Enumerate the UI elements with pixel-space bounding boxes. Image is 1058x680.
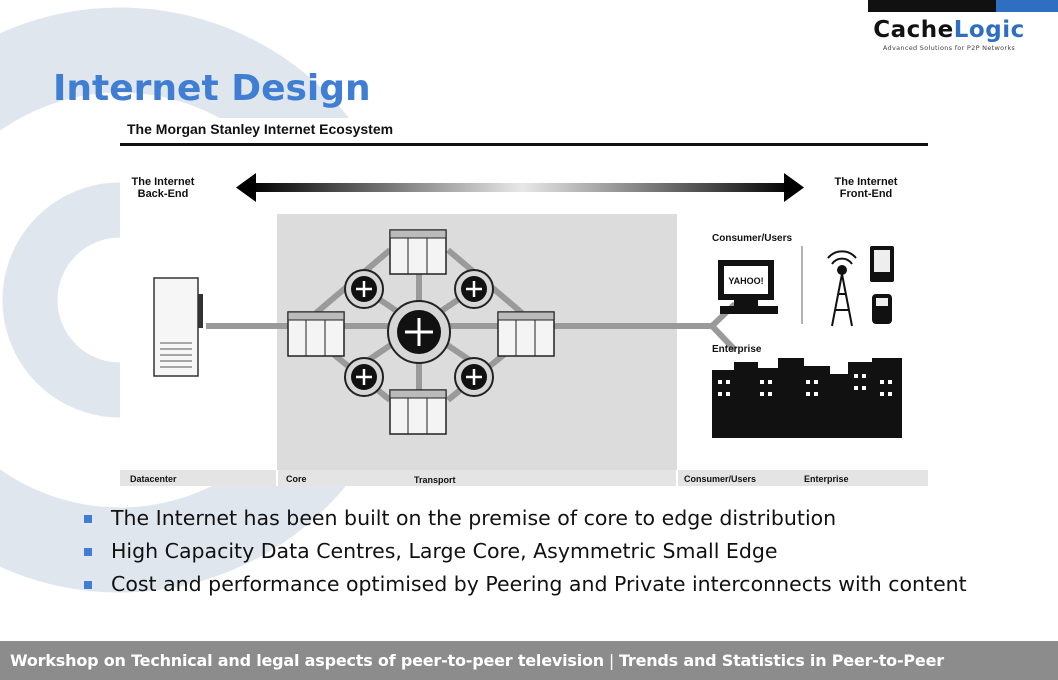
logo-wordmark-part2: Logic	[953, 17, 1025, 43]
monitor-screen-text: YAHOO!	[728, 276, 763, 286]
radio-tower-icon	[827, 250, 857, 327]
slide-title: Internet Design	[53, 68, 371, 109]
bullet-square-icon	[84, 581, 92, 589]
bullet-square-icon	[84, 548, 92, 556]
logo-wordmark-part1: Cache	[873, 17, 954, 43]
server-rack-icon	[497, 311, 555, 357]
backend-label-line1: The Internet	[132, 176, 195, 188]
bullet-list: The Internet has been built on the premi…	[84, 502, 967, 601]
bullet-item: The Internet has been built on the premi…	[84, 502, 967, 535]
footer-text: Workshop on Technical and legal aspects …	[10, 650, 944, 672]
label-core: Core	[286, 474, 307, 484]
consumer-users-label: Consumer/Users	[712, 233, 792, 244]
computer-monitor-icon: YAHOO!	[718, 260, 778, 314]
router-icon	[344, 357, 384, 397]
bullet-square-icon	[84, 515, 92, 523]
backend-label-line2: Back-End	[138, 188, 189, 200]
router-icon	[454, 357, 494, 397]
label-enterprise: Enterprise	[804, 474, 849, 484]
server-rack-icon	[389, 389, 447, 435]
enterprise-label: Enterprise	[712, 344, 762, 355]
label-datacenter: Datacenter	[130, 474, 177, 484]
logo-wordmark: CacheLogic	[870, 16, 1028, 44]
internet-ecosystem-diagram: The Morgan Stanley Internet Ecosystem Th…	[120, 118, 932, 486]
footer-workshop: Workshop on Technical and legal aspects …	[10, 651, 604, 670]
diagram-title: The Morgan Stanley Internet Ecosystem	[127, 121, 393, 137]
top-accent-bar-blue	[996, 0, 1058, 12]
bullet-text: The Internet has been built on the premi…	[111, 506, 837, 530]
footer-bar: Workshop on Technical and legal aspects …	[0, 641, 1058, 680]
bullet-item: Cost and performance optimised by Peerin…	[84, 568, 967, 601]
cachelogic-logo: CacheLogic Advanced Solutions for P2P Ne…	[870, 16, 1028, 53]
footer-separator: |	[603, 651, 619, 670]
server-rack-icon	[389, 229, 447, 275]
top-accent-bar-dark	[868, 0, 996, 12]
logo-tagline: Advanced Solutions for P2P Networks	[882, 44, 1016, 52]
bullet-text: Cost and performance optimised by Peerin…	[111, 572, 967, 596]
datacenter-server-icon	[153, 277, 203, 377]
bottom-label-strip	[120, 470, 928, 486]
title-rule	[120, 143, 928, 146]
router-icon	[387, 300, 451, 364]
router-icon	[454, 269, 494, 309]
double-headed-arrow	[236, 173, 804, 202]
frontend-label-line2: Front-End	[840, 188, 893, 200]
label-consumer-users: Consumer/Users	[684, 474, 756, 484]
mobile-phone-icon	[870, 246, 894, 324]
label-transport: Transport	[414, 475, 456, 485]
bullet-text: High Capacity Data Centres, Large Core, …	[111, 539, 778, 563]
router-icon	[344, 269, 384, 309]
footer-talk: Trends and Statistics in Peer-to-Peer	[618, 651, 944, 670]
bullet-item: High Capacity Data Centres, Large Core, …	[84, 535, 967, 568]
office-buildings-icon	[712, 358, 902, 438]
frontend-label-line1: The Internet	[835, 176, 898, 188]
server-rack-icon	[287, 311, 345, 357]
